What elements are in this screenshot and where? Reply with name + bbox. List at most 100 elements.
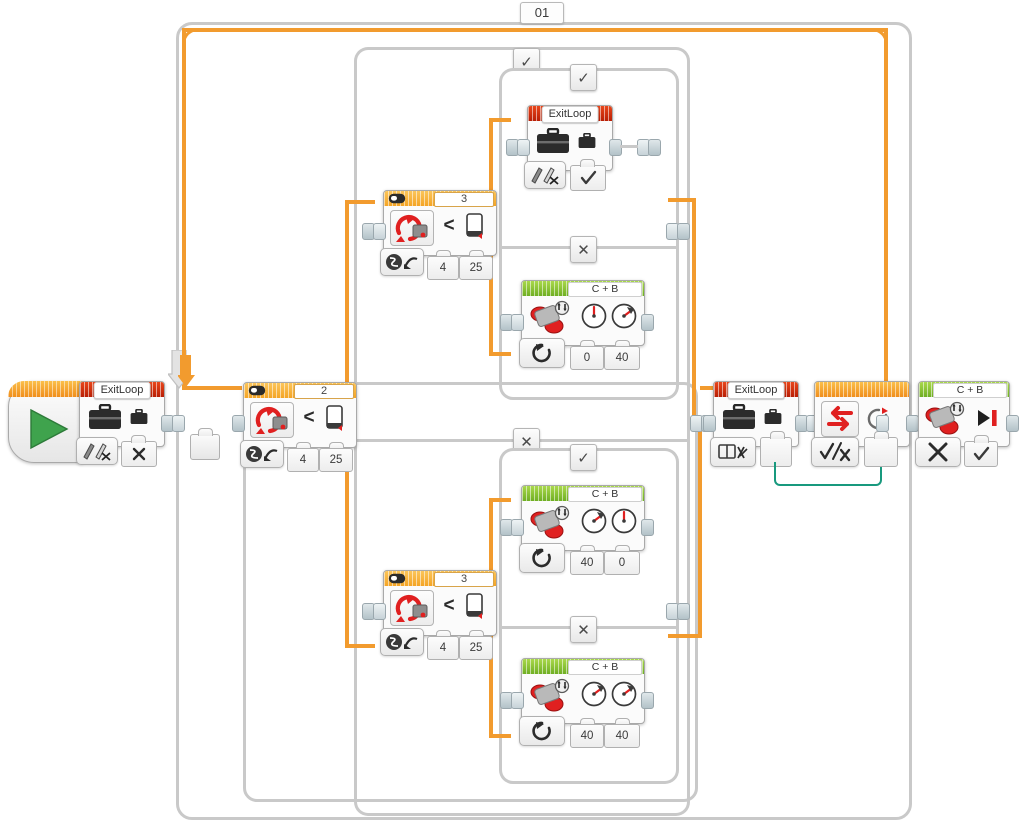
variable-read-exitloop-block[interactable]: ExitLoop — [713, 381, 799, 447]
move-tank-off-mode-box[interactable] — [915, 437, 961, 467]
motor-ports-label: C + B — [568, 487, 642, 502]
play-triangle-icon — [27, 408, 71, 450]
move-tank-b-power-right-slot[interactable]: 0 — [604, 551, 640, 575]
move-tank-off-brake-slot[interactable] — [964, 441, 998, 467]
pencil-write-icon — [530, 165, 560, 185]
variable-write-mode-box[interactable] — [76, 437, 118, 465]
variable-read-output-nub — [770, 431, 785, 439]
loop-2-mode-box[interactable] — [240, 440, 284, 468]
variable-read-input-plug[interactable] — [703, 415, 716, 432]
loop-3-top-threshold-slot[interactable]: 25 — [459, 256, 493, 280]
loop-3-bottom-right-wire — [698, 420, 702, 638]
loop-3-bottom-count-label[interactable]: 3 — [434, 572, 494, 587]
loop-3-top-port-nub — [436, 250, 451, 258]
loop-3-top-right-wire — [692, 198, 696, 430]
move-tank-b-input-plug-2[interactable] — [511, 519, 524, 536]
loop-2-port-slot[interactable]: 4 — [287, 448, 319, 472]
loop-2-threshold-slot[interactable]: 25 — [319, 448, 353, 472]
move-tank-c-output-plug[interactable] — [641, 692, 654, 709]
logic-not-mode-box[interactable] — [811, 437, 859, 467]
variable-write-true-mode-box[interactable] — [524, 161, 566, 189]
loop-3-bottom-threshold-slot[interactable]: 25 — [459, 636, 493, 660]
move-tank-block-b[interactable]: C + B — [521, 485, 645, 551]
briefcase-large-icon — [722, 404, 756, 432]
loop-3-bottom-input-plug-2[interactable] — [373, 603, 386, 620]
move-tank-icon — [528, 300, 576, 336]
motor-ports-label: C + B — [568, 282, 642, 297]
move-tank-c-power-left-slot[interactable]: 40 — [570, 724, 604, 748]
loop-3-top-port-slot[interactable]: 4 — [427, 256, 459, 280]
loop-3-top-upper-wire — [489, 118, 511, 122]
loop-2-block[interactable]: 2 < — [243, 382, 357, 448]
logic-not-arrow-icon — [821, 401, 859, 437]
loop-2-input-plug[interactable] — [232, 415, 245, 432]
loop-3-top-block[interactable]: 3 < — [383, 190, 497, 256]
logic-not-output-slot[interactable] — [864, 437, 898, 467]
variable-name-label: ExitLoop — [541, 106, 599, 123]
move-tank-icon — [528, 678, 576, 714]
move-tank-b-left-nub — [580, 545, 595, 553]
start-block[interactable] — [8, 381, 86, 463]
variable-write-exitloop-false-block[interactable]: ExitLoop — [79, 381, 165, 447]
inner-switch-top-true-out-plug-2[interactable] — [648, 139, 661, 156]
move-tank-b-power-left-slot[interactable]: 40 — [570, 551, 604, 575]
move-tank-a-input-plug-2[interactable] — [511, 314, 524, 331]
outer-switch-false-frame[interactable] — [354, 441, 690, 816]
move-tank-off-output-plug[interactable] — [1006, 415, 1019, 432]
variable-write-value-nub — [131, 435, 146, 443]
brake-icon — [975, 407, 1001, 429]
move-tank-a-power-right-slot[interactable]: 40 — [604, 346, 640, 370]
motor-rotation-icon — [250, 402, 294, 438]
motor-ports-label: C + B — [933, 383, 1007, 398]
inner-switch-top-true-tab[interactable]: ✓ — [570, 64, 597, 91]
inner-switch-bottom-true-tab[interactable]: ✓ — [570, 444, 597, 471]
inner-switch-top-false-tab[interactable]: ✕ — [570, 236, 597, 263]
logic-not-output-nub — [874, 431, 889, 439]
loop-3-bottom-port-slot[interactable]: 4 — [427, 636, 459, 660]
motor-on-icon — [530, 546, 554, 570]
pencil-write-icon — [82, 441, 112, 461]
move-tank-icon — [923, 401, 971, 437]
move-tank-off-block[interactable]: C + B — [918, 381, 1010, 447]
variable-write-true-value-slot[interactable] — [570, 165, 606, 191]
loop-3-bottom-mode-box[interactable] — [380, 628, 424, 656]
loop-2-shadow — [243, 382, 698, 802]
variable-read-mode-box[interactable] — [710, 437, 756, 467]
loop-3-bottom-block[interactable]: 3 < — [383, 570, 497, 636]
move-tank-c-power-right-slot[interactable]: 40 — [604, 724, 640, 748]
power-gauge-right-icon — [610, 507, 638, 535]
move-tank-c-input-plug-2[interactable] — [511, 692, 524, 709]
loop-3-top-count-label[interactable]: 3 — [434, 192, 494, 207]
move-tank-b-mode-box[interactable] — [519, 543, 565, 573]
loop-3-top-input-plug-2[interactable] — [373, 223, 386, 240]
move-tank-c-mode-box[interactable] — [519, 716, 565, 746]
outer-switch-top-exit-plug-2[interactable] — [677, 223, 690, 240]
variable-write-value-slot[interactable] — [121, 441, 157, 467]
brick-port-icon — [324, 404, 346, 434]
variable-write-exitloop-true-block[interactable]: ExitLoop — [527, 105, 613, 171]
variable-name-label: ExitLoop — [93, 382, 151, 399]
briefcase-small-icon — [764, 409, 782, 426]
loop-3-top-mode-box[interactable] — [380, 248, 424, 276]
outer-loop-tab[interactable]: 01 — [520, 2, 564, 24]
motor-off-icon — [927, 441, 949, 463]
move-tank-block-c[interactable]: C + B — [521, 658, 645, 724]
loop-2-bottom-wire — [345, 644, 375, 648]
outer-loop-right-wire — [884, 28, 888, 390]
power-gauge-left-icon — [580, 507, 608, 535]
move-tank-a-mode-box[interactable] — [519, 338, 565, 368]
loop-2-count-label[interactable]: 2 — [294, 384, 354, 399]
move-tank-b-output-plug[interactable] — [641, 519, 654, 536]
move-tank-a-output-plug[interactable] — [641, 314, 654, 331]
inner-switch-bottom-false-tab[interactable]: ✕ — [570, 616, 597, 643]
variable-write-true-input-plug-2[interactable] — [517, 139, 530, 156]
loop-2-entry-slot[interactable] — [190, 434, 220, 460]
outer-switch-bottom-exit-plug-2[interactable] — [677, 603, 690, 620]
logic-not-block[interactable] — [814, 381, 910, 447]
move-tank-block-a[interactable]: C + B — [521, 280, 645, 346]
loop-2-entry-plug[interactable] — [172, 415, 185, 432]
move-tank-a-power-left-slot[interactable]: 0 — [570, 346, 604, 370]
logic-not-mid-plug[interactable] — [876, 415, 889, 432]
comparison-operator-label: < — [303, 407, 315, 428]
